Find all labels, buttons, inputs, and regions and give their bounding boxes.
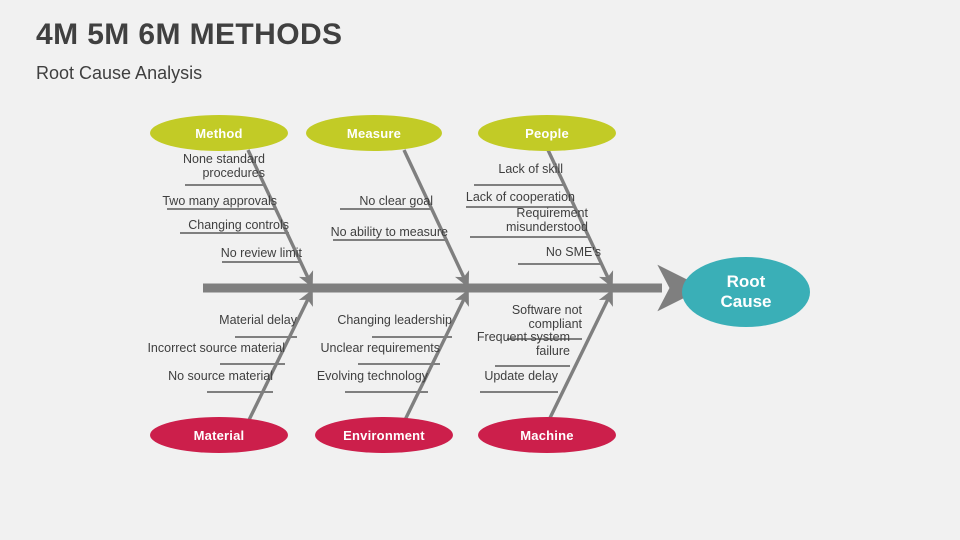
cause-underlines-measure [333,208,448,241]
cause-method-two-many-approvals: Two many approvals [162,194,277,208]
cause-people-lack-of-cooperation: Lack of cooperation [465,190,575,204]
cause-underlines-machine [480,338,582,393]
category-label: Measure [346,125,402,141]
title-block: 4M 5M 6M METHODS Root Cause Analysis [36,18,736,84]
cause-material-incorrect-source-material: Incorrect source material [147,341,285,355]
page-title: 4M 5M 6M METHODS [36,18,343,51]
cause-underlines-material [207,336,297,393]
category-node-people[interactable]: People [478,115,616,151]
cause-underlines-environment [345,336,452,393]
cause-measure-no-ability-to-measure: No ability to measure [330,225,448,239]
cause-people-lack-of-skill: Lack of skill [498,162,563,176]
rib-machine [546,289,613,423]
cause-method-no-review-limit: No review limit [220,246,302,260]
cause-people-no-smes: No SME's [545,245,601,259]
cause-underlines-people [466,184,601,265]
rib-measure [402,149,470,288]
cause-method-changing-controls: Changing controls [188,218,289,232]
cause-method-none-standard-procedures: None standard procedures [182,152,265,181]
category-node-machine[interactable]: Machine [478,417,616,453]
cause-machine-update-delay: Update delay [484,369,558,383]
category-label: Environment [343,427,425,443]
root-cause-label-line1: Root [726,271,766,291]
cause-machine-software-not-compliant: Software not compliant [511,303,582,332]
cause-measure-no-clear-goal: No clear goal [359,194,433,208]
page-subtitle: Root Cause Analysis [36,62,203,83]
category-node-environment[interactable]: Environment [315,417,453,453]
category-label: Method [195,125,243,141]
root-cause-label-line2: Cause [720,292,772,311]
category-label: Machine [520,427,574,443]
category-node-material[interactable]: Material [150,417,288,453]
cause-machine-frequent-system-failure: Frequent system failure [476,330,570,359]
cause-material-material-delay: Material delay [219,313,297,327]
cause-environment-changing-leadership: Changing leadership [337,313,452,327]
rib-environment [402,289,469,423]
category-label: People [525,125,569,141]
rib-method [246,149,314,288]
cause-environment-evolving-technology: Evolving technology [316,369,428,383]
cause-underlines-method [167,184,302,263]
cause-environment-unclear-requirements: Unclear requirements [320,341,441,355]
category-label: Material [193,427,245,443]
root-cause-node[interactable]: Root Cause [682,257,810,327]
cause-material-no-source-material: No source material [168,369,273,383]
rib-people [546,149,614,288]
cause-people-requirement-misunderstood: Requirement misunderstood [506,206,588,235]
rib-material [246,289,313,423]
category-node-method[interactable]: Method [150,115,288,151]
category-node-measure[interactable]: Measure [306,115,442,151]
